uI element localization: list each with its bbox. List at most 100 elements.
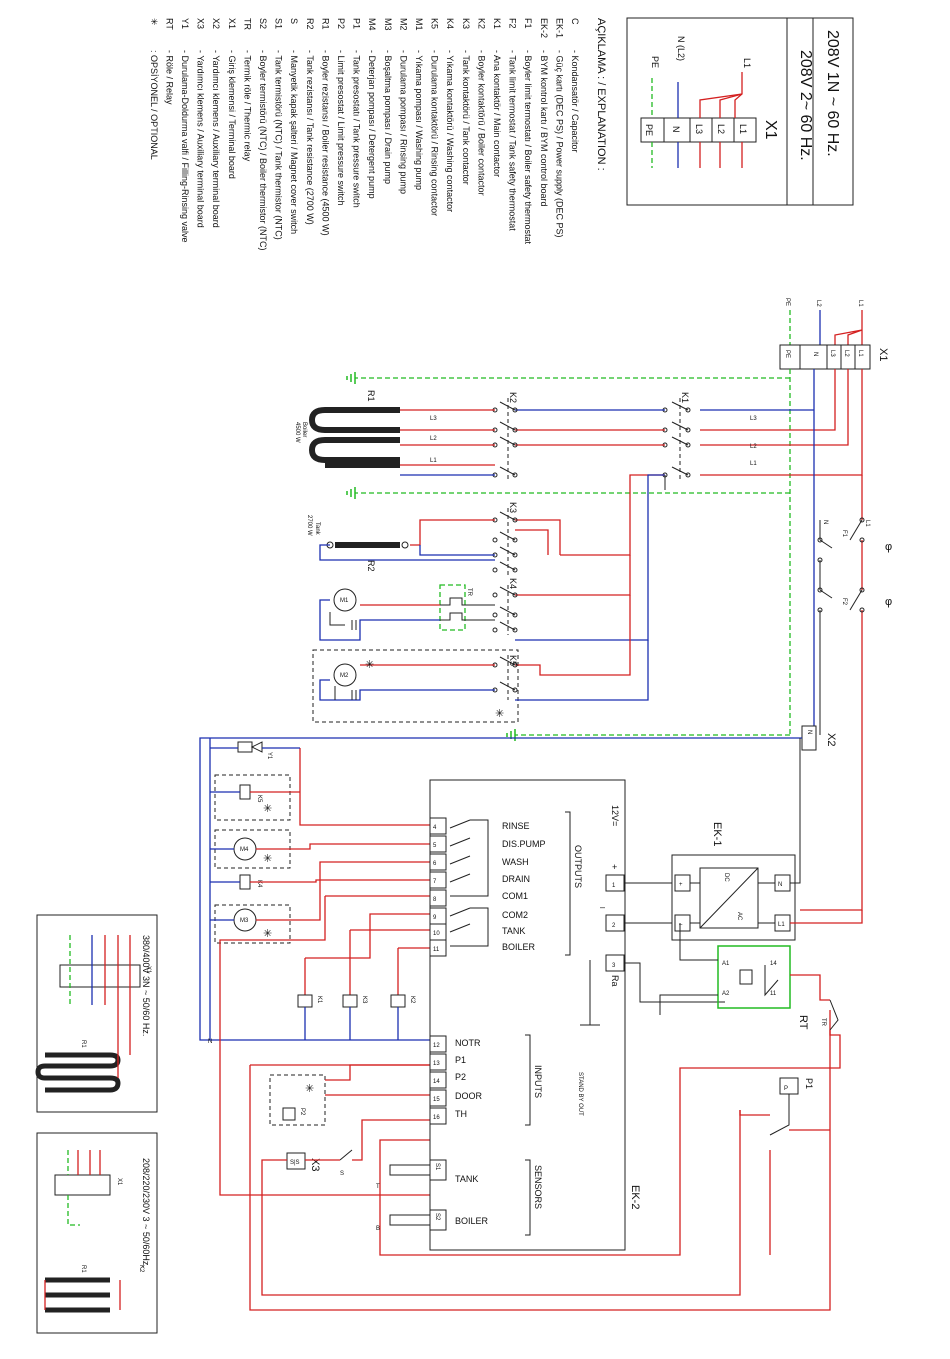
ek2-pin-number: 15 (433, 1097, 440, 1103)
ek1-l: L1 (778, 922, 785, 928)
legend-code: X2 (211, 18, 221, 29)
legend-text: - Yardımcı klemens / Auxiliary terminal … (196, 50, 206, 228)
legend-code: M4 (367, 18, 377, 31)
k5-contactor: K5 ✳ (492, 655, 518, 720)
r2-label: R2 (366, 560, 376, 572)
legend-code: X3 (196, 18, 206, 29)
legend-code: R2 (305, 18, 315, 30)
legend: AÇIKLAMA : / EXPLANATION : C- Kondansatö… (149, 18, 607, 251)
k1-contactor: K1 (662, 392, 691, 480)
rt-label: RT (797, 1015, 809, 1030)
standby-label: STAND BY OUT (577, 1072, 583, 1116)
legend-text: - Yardımcı klemens / Auxiliary terminal … (211, 50, 221, 228)
ek2-pin-box (429, 1089, 447, 1107)
legend-text: - Yıkama kontaktörü / Washing contactor (445, 50, 455, 212)
optional-mark-k5: ✳ (495, 708, 504, 720)
p1-pressure-switch: P P1 (739, 1077, 830, 1255)
legend-text: - Tank kontaktörü / Tank contactor (461, 50, 471, 185)
legend-text: - Durulama-Doldurma valfi / Filling-Rins… (180, 50, 190, 243)
optional-mark-p2: ✳ (305, 1083, 314, 1095)
legend-text: - Ana kontaktör / Main contactor (492, 50, 502, 177)
wl-l2-a: L2 (750, 444, 757, 450)
earth-symbol-2 (346, 487, 356, 499)
out-dis-pump: DIS.PUMP (502, 839, 546, 849)
x2-n: N (806, 730, 812, 734)
ek2-pin-number: 4 (433, 825, 437, 831)
legend-code: P2 (336, 18, 346, 29)
in-p1: P1 (455, 1055, 466, 1065)
legend-code: R1 (320, 18, 330, 30)
ek2-pin-number: 16 (433, 1115, 440, 1121)
legend-code: M1 (414, 18, 424, 31)
m2-label: M2 (340, 673, 349, 679)
f2-label: F2 (841, 598, 847, 606)
ek2-pin-box (429, 889, 447, 907)
r1-boiler-heater: R1 Boiler 4500 W (294, 390, 400, 468)
v12-label: 12V= (610, 805, 620, 826)
legend-code: Y1 (180, 18, 190, 29)
rt-14: 14 (770, 961, 777, 967)
out-drain: DRAIN (502, 874, 530, 884)
k2-coil-label: K2 (409, 996, 415, 1004)
ek2-pin-box (429, 871, 447, 889)
ek2-pin-box (429, 835, 447, 853)
tr-thermal-relay (439, 584, 466, 631)
sensor-t-label: T (376, 1184, 380, 1190)
box-term-pe: PE (644, 124, 654, 136)
k4-coil (239, 874, 251, 890)
k1-coil: K1 (297, 994, 322, 1008)
box-term-n: N (671, 126, 681, 133)
in-notr: NOTR (455, 1038, 481, 1048)
wl-n-bus: N (208, 1039, 212, 1045)
k3-coil-label: K3 (361, 996, 367, 1004)
y1-valve: Y1 (210, 741, 430, 826)
tr-contact-label: TR (820, 1018, 826, 1027)
x3-label: X3 (309, 1158, 321, 1171)
f2-thermostat: F2 φ (817, 587, 892, 613)
legend-code: S2 (258, 18, 268, 29)
inset-380v: 380/400V 3N ~ 50/60 Hz. X1 R1 (35, 914, 158, 1113)
tank-power-label: 2700 W (306, 515, 312, 536)
inset-208-k2: K2 (138, 1265, 144, 1273)
ek1-n: N (778, 882, 782, 888)
ek2-label: EK-2 (629, 1185, 641, 1209)
legend-code: C (570, 18, 580, 25)
ek2-pin-number: 12 (433, 1043, 440, 1049)
in-th: TH (455, 1109, 467, 1119)
ek2-pin-box (429, 817, 447, 835)
m4-label: M4 (240, 847, 249, 853)
k2-contactor: K2 (492, 392, 518, 480)
out-tank: TANK (502, 926, 525, 936)
wl-l3-b: L3 (430, 416, 437, 422)
in-door: DOOR (455, 1091, 483, 1101)
x1-label: X1 (877, 348, 889, 361)
box-term-l1: L1 (738, 124, 748, 134)
ek2-pin-box (429, 939, 447, 957)
supply-box: 208V 1N ~ 60 Hz. 208V 2~ 60 Hz. X1 PE N … (626, 17, 854, 206)
ek2-pin-box (429, 853, 447, 871)
rt-relay: RT A1 A2 14 11 (659, 923, 830, 1030)
legend-text: - Tank limit termostat / Tank safety the… (508, 50, 518, 231)
pin-3: 3 (612, 963, 616, 969)
m1-wash-pump: M1 (329, 588, 357, 630)
legend-code: K3 (461, 18, 471, 29)
pin-2: 2 (612, 923, 616, 929)
rt-a2: A2 (722, 991, 730, 997)
sensor-boiler: BOILER (455, 1216, 489, 1226)
optional-mark-k5-coil: ✳ (263, 803, 272, 815)
legend-code: P1 (352, 18, 362, 29)
legend-text: - Boşaltma pompası / Drain pump (383, 50, 393, 184)
minus-label: – (600, 902, 605, 912)
legend-text: - Giriş klemensi / Terminal board (227, 50, 237, 179)
wl-l1-a: L1 (750, 461, 757, 467)
inset-380-r1: R1 (80, 1040, 86, 1048)
box-term-l2: L2 (716, 124, 726, 134)
legend-text: - Limit presostat / Limit pressure switc… (336, 50, 346, 206)
out-rinse: RINSE (502, 821, 530, 831)
ra-label: Ra (610, 975, 620, 987)
legend-code: ✳ (149, 18, 159, 26)
ek2-pin-number: 7 (433, 879, 437, 885)
k5-label: K5 (508, 655, 518, 666)
legend-code: K4 (445, 18, 455, 29)
